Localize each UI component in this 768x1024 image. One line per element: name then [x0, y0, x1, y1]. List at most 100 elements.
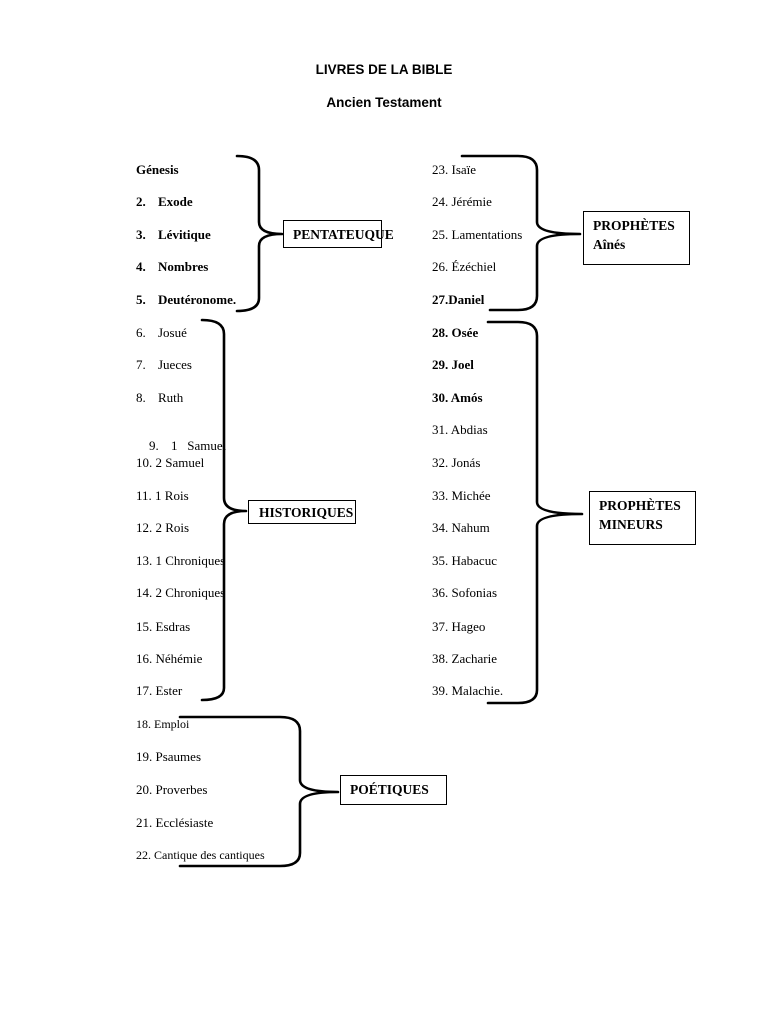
book-number: 20. [136, 782, 153, 797]
list-item: 19. Psaumes [136, 749, 201, 765]
pentateuque-label: PENTATEUQUE [283, 220, 394, 248]
list-item: 11. 1 Rois [136, 488, 189, 504]
prophetes-aines-label: PROPHÈTES Aînés [583, 211, 690, 265]
book-name: Deutéronome. [158, 292, 237, 307]
book-number: 13. [136, 553, 153, 568]
list-item: 37. Hageo [432, 619, 485, 635]
book-name: Daniel [448, 292, 485, 307]
list-item: 15. Esdras [136, 619, 190, 635]
book-name: 2 Samuel [155, 455, 205, 470]
book-name: Josué [158, 325, 187, 340]
book-name: Nahum [451, 520, 490, 535]
book-name: Lamentations [451, 227, 523, 242]
book-number: 2. [136, 194, 146, 209]
list-item: 10. 2 Samuel [136, 455, 204, 471]
book-name: Ézéchiel [451, 259, 497, 274]
book-number: 34. [432, 520, 449, 535]
list-item: 38. Zacharie [432, 651, 497, 667]
list-item: Génesis [136, 162, 179, 178]
book-number: 37. [432, 619, 449, 634]
book-name: Proverbes [155, 782, 208, 797]
book-name: 2 Chroniques [155, 585, 226, 600]
book-number: 10. [136, 455, 153, 470]
book-number: 17. [136, 683, 153, 698]
list-item: 24. Jérémie [432, 194, 492, 210]
label-line: Aînés [593, 237, 626, 252]
list-item: 7.Jueces [136, 357, 192, 373]
book-number: 35. [432, 553, 449, 568]
book-name: Hageo [451, 619, 486, 634]
book-number: 24. [432, 194, 449, 209]
book-number: 22. [136, 848, 151, 862]
book-number: 18. [136, 717, 151, 731]
book-name: Jueces [158, 357, 192, 372]
label-line: PROPHÈTES [593, 218, 675, 233]
list-item: 14. 2 Chroniques [136, 585, 225, 601]
list-item: 25. Lamentations [432, 227, 522, 243]
book-number: 32. [432, 455, 449, 470]
historiques-bracket [200, 318, 248, 702]
list-item: 4.Nombres [136, 259, 208, 275]
list-item: 21. Ecclésiaste [136, 815, 213, 831]
book-number: 36. [432, 585, 449, 600]
book-name: Emploi [154, 717, 190, 731]
book-name: Ruth [158, 390, 184, 405]
book-number: 16. [136, 651, 153, 666]
book-number: 3. [136, 227, 146, 242]
list-item: 23. Isaïe [432, 162, 476, 178]
book-name: Joel [451, 357, 474, 372]
book-name: Osée [451, 325, 479, 340]
pentateuque-bracket [235, 154, 284, 313]
book-number: 5. [136, 292, 146, 307]
book-number: 9. [149, 438, 159, 453]
label-line: MINEURS [599, 517, 663, 532]
list-item: 20. Proverbes [136, 782, 208, 798]
list-item: 35. Habacuc [432, 553, 497, 569]
list-item: 8. Ruth [136, 390, 183, 406]
book-name: Génesis [136, 162, 179, 177]
book-name: Lévitique [158, 227, 211, 242]
book-name: Sofonias [451, 585, 498, 600]
book-name: Néhémie [155, 651, 203, 666]
book-name: Jonás [451, 455, 481, 470]
list-item: 3. Lévitique [136, 227, 211, 243]
list-item: 5. Deutéronome. [136, 292, 236, 308]
book-name: Jérémie [451, 194, 492, 209]
list-item: 9.1 Samuel [136, 422, 226, 470]
book-name: Abdias [450, 422, 488, 437]
list-item: 13. 1 Chroniques [136, 553, 225, 569]
book-number: 6. [136, 325, 146, 340]
book-number: 12. [136, 520, 153, 535]
book-number: 38. [432, 651, 449, 666]
poetiques-bracket [178, 715, 340, 868]
list-item: 29. Joel [432, 357, 474, 373]
historiques-label: HISTORIQUES [248, 500, 356, 524]
book-number: 14. [136, 585, 153, 600]
book-name: Ecclésiaste [155, 815, 214, 830]
book-number: 8. [136, 390, 146, 405]
book-name: Michée [451, 488, 491, 503]
document-title: LIVRES DE LA BIBLE [315, 62, 453, 77]
book-name: Malachie. [451, 683, 504, 698]
book-number: 26. [432, 259, 449, 274]
list-item: 31. Abdias [432, 422, 488, 438]
list-item: 28. Osée [432, 325, 478, 341]
book-name: Psaumes [155, 749, 202, 764]
book-name: Cantique des cantiques [154, 848, 265, 862]
list-item: 2. Exode [136, 194, 193, 210]
book-name: 1 Rois [155, 488, 189, 503]
book-name: Amós [450, 390, 483, 405]
prophetes-mineurs-bracket [486, 320, 584, 705]
book-name: Isaïe [451, 162, 477, 177]
book-number: 23. [432, 162, 449, 177]
list-item: 12. 2 Rois [136, 520, 189, 536]
book-number: 21. [136, 815, 153, 830]
book-number: 30. [432, 390, 449, 405]
prophetes-mineurs-label: PROPHÈTES MINEURS [589, 491, 696, 545]
book-number: 28. [432, 325, 449, 340]
book-name: Exode [158, 194, 193, 209]
book-number: 15. [136, 619, 153, 634]
list-item: 36. Sofonias [432, 585, 497, 601]
list-item: 39. Malachie. [432, 683, 503, 699]
